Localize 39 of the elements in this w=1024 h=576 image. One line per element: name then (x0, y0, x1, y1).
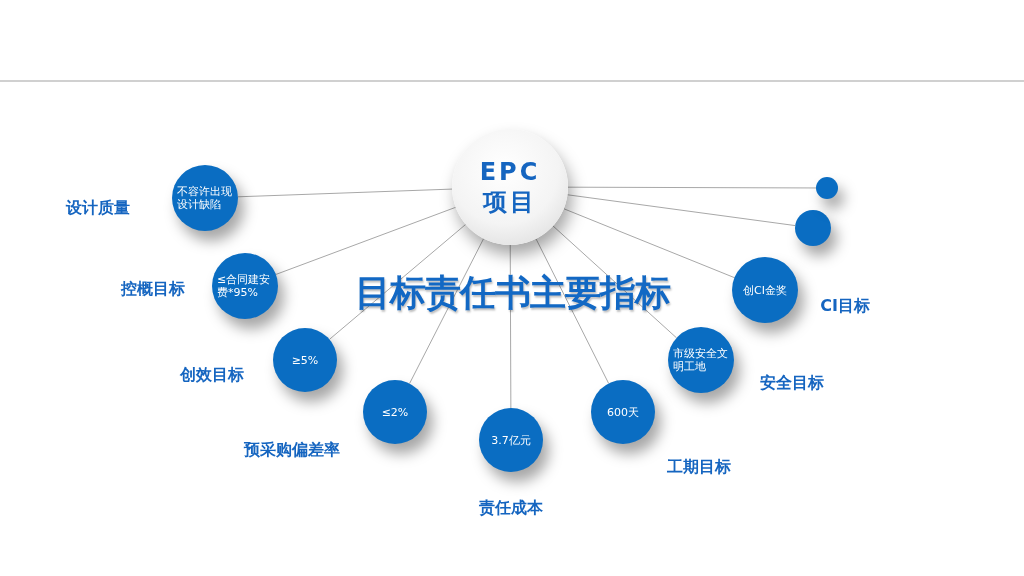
title: 目标责任书主要指标 (354, 270, 670, 315)
connector-line (563, 208, 735, 279)
connector-line (535, 238, 610, 384)
category-label: 责任成本 (479, 497, 543, 519)
circle (591, 380, 655, 444)
circle (795, 210, 831, 246)
circle-label: 不容许出现设计缺陷 (176, 185, 233, 211)
circle (273, 328, 337, 392)
circle (212, 253, 278, 319)
connector-line (567, 186, 817, 189)
category-label: 安全目标 (760, 372, 824, 394)
circle-label: ≥5% (290, 353, 320, 367)
circle (816, 177, 838, 199)
circle-label: 600天 (606, 405, 640, 419)
circle-label: 创CI金奖 (742, 283, 788, 297)
connector-line (237, 188, 453, 198)
circle-label: ≤2% (380, 405, 410, 419)
category-label: 控概目标 (121, 278, 185, 300)
circle-label: ≤合同建安费*95% (216, 273, 272, 299)
connector-line (509, 244, 512, 409)
category-label: 创效目标 (180, 364, 244, 386)
connector-line (275, 206, 457, 275)
circle (172, 165, 238, 231)
circle (732, 257, 798, 323)
category-label: 设计质量 (66, 197, 130, 219)
circle-label: 市级安全文明工地 (672, 347, 729, 373)
connector-line (567, 194, 796, 227)
connector-line (409, 238, 485, 384)
circle (668, 327, 734, 393)
circle-label: 3.7亿元 (490, 433, 532, 447)
connector-line (328, 223, 467, 340)
center-label: EPC项目 (478, 157, 542, 217)
category-label: 工期目标 (667, 456, 731, 478)
connector-line (552, 225, 678, 339)
center-circle (452, 129, 568, 245)
circle (479, 408, 543, 472)
category-label: CI目标 (820, 295, 870, 317)
circle (363, 380, 427, 444)
category-label: 预采购偏差率 (244, 439, 340, 461)
